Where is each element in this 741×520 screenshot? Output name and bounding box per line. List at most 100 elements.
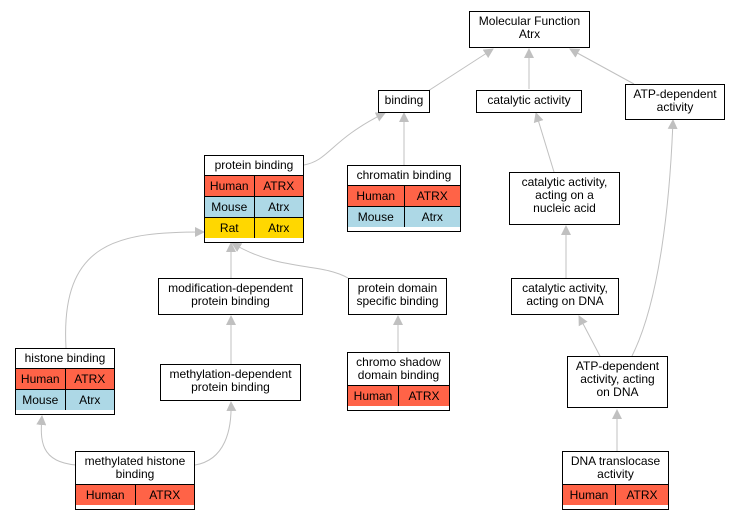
gene-symbol: Atrx [64, 389, 114, 410]
node-title-line: ATP-dependent [575, 359, 660, 373]
species-name: Human [205, 175, 254, 197]
node-binding[interactable]: binding [378, 90, 430, 113]
gene-symbol: ATRX [615, 484, 668, 505]
edge-atp-dna-to-atp-dep [631, 119, 678, 357]
edge-atp-dna-to-cat-dna [578, 315, 601, 357]
edge-prot-domain-to-protein-binding [231, 242, 349, 279]
node-title-line: nucleic acid [533, 201, 596, 215]
edge-meth-histone-to-meth-dep [194, 401, 237, 466]
node-catalytic-activity-acting-on-dna[interactable]: catalytic activity,acting on DNA [511, 278, 619, 315]
species-name: Human [563, 484, 616, 505]
node-title-line: protein binding [214, 158, 294, 172]
node-title-line: protein domain [357, 281, 438, 295]
node-title-line: binding [115, 467, 155, 481]
node-title-line: DNA translocase [570, 454, 661, 468]
node-title-line: ATP-dependent [633, 87, 717, 101]
node-title-line: acting on DNA [526, 294, 604, 308]
node-title-line: activity [597, 467, 634, 481]
gene-symbol: ATRX [398, 385, 449, 406]
node-title-line: activity [656, 100, 694, 114]
node-title-line: Atrx [518, 27, 541, 41]
node-title-line: Molecular Function [478, 14, 581, 28]
node-title-line: domain binding [357, 368, 440, 382]
node-title: histone binding [16, 349, 114, 368]
node-title-line: on DNA [596, 385, 639, 399]
species-name: Mouse [16, 389, 65, 410]
node-catalytic-activity[interactable]: catalytic activity [476, 90, 582, 113]
node-title: chromatin binding [348, 166, 460, 185]
gene-symbol: ATRX [134, 484, 194, 505]
species-name: Human [348, 385, 399, 406]
node-title-line: protein binding [191, 380, 270, 394]
node-title-line: chromo shadow [356, 355, 441, 369]
gene-symbol: Atrx [253, 217, 303, 238]
node-title-line: methylated histone [84, 454, 186, 468]
edge-binding-to-mf-root [427, 48, 494, 92]
node-title-line: binding [384, 93, 424, 107]
species-name: Mouse [348, 206, 404, 227]
edge-cat-nucleic-to-catalytic [533, 112, 555, 173]
edge-histone-to-protein-binding [65, 227, 205, 349]
edge-meth-histone-to-histone [36, 415, 77, 466]
species-name: Human [76, 484, 135, 505]
gene-symbol: Atrx [403, 206, 460, 227]
species-name: Rat [205, 217, 254, 238]
node-title: catalytic activity [477, 91, 581, 110]
gene-symbol: Atrx [253, 196, 303, 218]
node-title-line: methylation-dependent [169, 367, 292, 381]
node-title-line: protein binding [191, 294, 270, 308]
gene-symbol: ATRX [253, 175, 303, 197]
edge-atp-dep-to-mf-root [569, 48, 635, 85]
node-title-line: catalytic activity [487, 93, 571, 107]
node-title-line: acting on a [535, 188, 594, 202]
node-title: binding [379, 91, 429, 110]
node-title-line: modification-dependent [168, 281, 293, 295]
node-title-line: chromatin binding [356, 168, 452, 182]
node-title-line: activity, acting [580, 372, 655, 386]
species-name: Human [16, 368, 65, 390]
node-title-line: catalytic activity, [522, 281, 608, 295]
gene-symbol: ATRX [64, 368, 114, 390]
node-title-line: histone binding [24, 351, 106, 365]
edge-protein-binding-to-binding [303, 112, 386, 166]
